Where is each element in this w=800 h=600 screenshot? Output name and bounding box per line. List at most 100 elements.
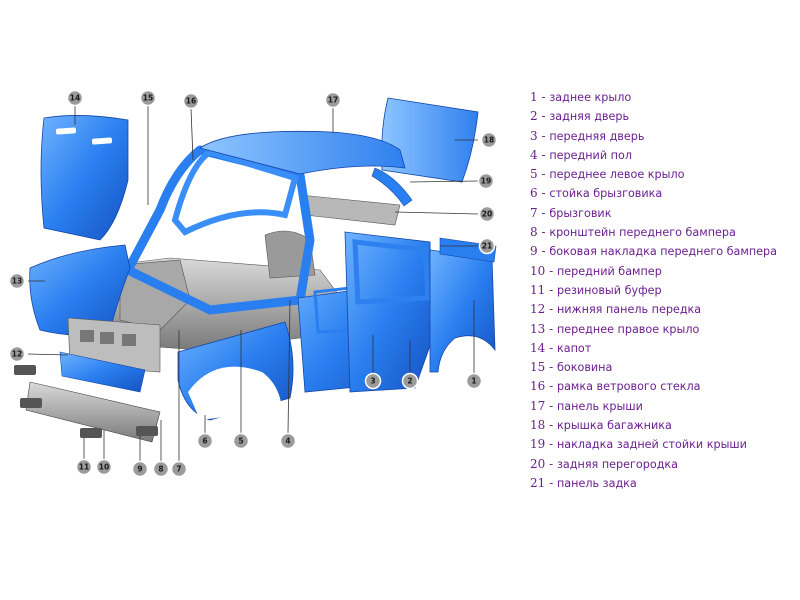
svg-text:1: 1 xyxy=(471,377,476,386)
svg-text:8: 8 xyxy=(158,465,163,474)
callout-17: 17 xyxy=(324,91,342,109)
callout-6: 6 xyxy=(196,432,214,450)
callout-3: 3 xyxy=(364,372,382,390)
roof-part xyxy=(199,130,406,175)
legend-item: 21 - панель задка xyxy=(530,475,637,490)
svg-text:19: 19 xyxy=(481,177,491,186)
legend-label: крышка багажника xyxy=(556,419,672,433)
legend-item: 19 - накладка задней стойки крыши xyxy=(530,437,747,452)
legend-label: панель крыши xyxy=(556,399,643,413)
legend-item: 20 - задняя перегородка xyxy=(530,456,679,471)
legend-number: 11 xyxy=(530,282,546,297)
svg-text:2: 2 xyxy=(407,377,412,386)
trunk-lid-part xyxy=(381,97,479,183)
legend-number: 4 xyxy=(530,147,538,162)
svg-text:12: 12 xyxy=(12,350,22,359)
svg-text:7: 7 xyxy=(176,465,181,474)
leader-lines xyxy=(27,105,479,461)
legend-label: нижняя панель передка xyxy=(556,303,702,317)
svg-text:6: 6 xyxy=(202,437,207,446)
callout-10: 10 xyxy=(95,458,113,476)
rear-partition-part xyxy=(299,194,401,226)
legend-label: передняя дверь xyxy=(549,129,645,143)
callout-7: 7 xyxy=(170,460,188,478)
legend-number: 17 xyxy=(530,398,546,413)
svg-text:9: 9 xyxy=(137,465,142,474)
legend-number: 10 xyxy=(530,263,546,278)
callout-20: 20 xyxy=(478,205,496,223)
legend-number: 2 xyxy=(530,109,538,124)
legend-label: стойка брызговика xyxy=(549,187,663,201)
parts-legend: 1 - заднее крыло 2 - задняя дверь 3 - пе… xyxy=(530,88,795,493)
svg-text:10: 10 xyxy=(99,463,109,472)
legend-number: 14 xyxy=(530,340,546,355)
rear-pillar-trim-part xyxy=(371,167,413,207)
legend-number: 16 xyxy=(530,379,546,394)
svg-text:13: 13 xyxy=(12,277,22,286)
windshield-frame-part xyxy=(171,148,299,236)
legend-item: 4 - передний пол xyxy=(530,147,632,162)
legend-item: 7 - брызговик xyxy=(530,205,612,220)
hood-part xyxy=(40,115,129,241)
legend-number: 20 xyxy=(530,456,546,471)
callout-19: 19 xyxy=(477,172,495,190)
callout-9: 9 xyxy=(131,460,149,478)
svg-text:5: 5 xyxy=(238,437,243,446)
legend-number: 18 xyxy=(530,418,546,433)
callout-5: 5 xyxy=(232,432,250,450)
side-frame-part xyxy=(123,145,315,315)
legend-label: боковая накладка переднего бампера xyxy=(549,245,777,259)
svg-text:18: 18 xyxy=(484,136,494,145)
legend-label: капот xyxy=(556,341,592,355)
legend-item: 5 - переднее левое крыло xyxy=(530,167,685,182)
legend-item: 16 - рамка ветрового стекла xyxy=(530,379,701,394)
legend-label: заднее крыло xyxy=(549,91,632,104)
svg-text:3: 3 xyxy=(370,377,375,386)
svg-text:15: 15 xyxy=(143,94,153,103)
legend-label: кронштейн переднего бампера xyxy=(549,226,736,240)
callout-14: 14 xyxy=(66,89,84,107)
legend-label: задняя дверь xyxy=(549,110,630,124)
svg-text:21: 21 xyxy=(482,242,492,251)
legend-item: 18 - крышка багажника xyxy=(530,418,672,433)
car-body-diagram: 14 15 16 17 18 19 20 21 13 12 11 10 9 8 … xyxy=(8,89,498,478)
svg-text:14: 14 xyxy=(70,94,80,103)
legend-number: 12 xyxy=(530,302,546,317)
legend-label: резиновый буфер xyxy=(556,283,662,297)
legend-label: задняя перегородка xyxy=(556,457,679,471)
legend-label: накладка задней стойки крыши xyxy=(556,438,747,452)
callout-13: 13 xyxy=(8,272,26,290)
legend-number: 13 xyxy=(530,321,546,336)
legend-item: 11 - резиновый буфер xyxy=(530,282,662,297)
legend-item: 14 - капот xyxy=(530,340,592,355)
legend-item: 10 - передний бампер xyxy=(530,263,662,278)
svg-text:16: 16 xyxy=(186,97,196,106)
callout-2: 2 xyxy=(401,372,419,390)
svg-text:4: 4 xyxy=(285,437,290,446)
legend-number: 9 xyxy=(530,244,538,259)
callout-8: 8 xyxy=(152,460,170,478)
callout-15: 15 xyxy=(139,89,157,107)
svg-text:11: 11 xyxy=(79,463,89,472)
rear-fender-part xyxy=(429,249,496,373)
legend-label: переднее правое крыло xyxy=(556,322,700,336)
callout-1: 1 xyxy=(465,372,483,390)
legend-number: 6 xyxy=(530,186,538,201)
legend-item: 2 - задняя дверь xyxy=(530,109,630,124)
legend-item: 17 - панель крыши xyxy=(530,398,643,413)
callout-4: 4 xyxy=(279,432,297,450)
legend-item: 6 - стойка брызговика xyxy=(530,186,663,201)
legend-number: 19 xyxy=(530,437,546,452)
legend-number: 1 xyxy=(530,90,538,104)
legend-item: 3 - передняя дверь xyxy=(530,128,645,143)
callout-16: 16 xyxy=(182,92,200,110)
legend-label: передний пол xyxy=(549,148,632,162)
legend-label: брызговик xyxy=(549,206,612,220)
legend-number: 7 xyxy=(530,205,538,220)
legend-item: 8 - кронштейн переднего бампера xyxy=(530,225,736,240)
legend-label: передний бампер xyxy=(556,264,662,278)
legend-item: 12 - нижняя панель передка xyxy=(530,302,702,317)
legend-label: панель задка xyxy=(556,476,637,490)
legend-label: боковина xyxy=(556,361,613,375)
legend-item: 9 - боковая накладка переднего бампера xyxy=(530,244,777,259)
